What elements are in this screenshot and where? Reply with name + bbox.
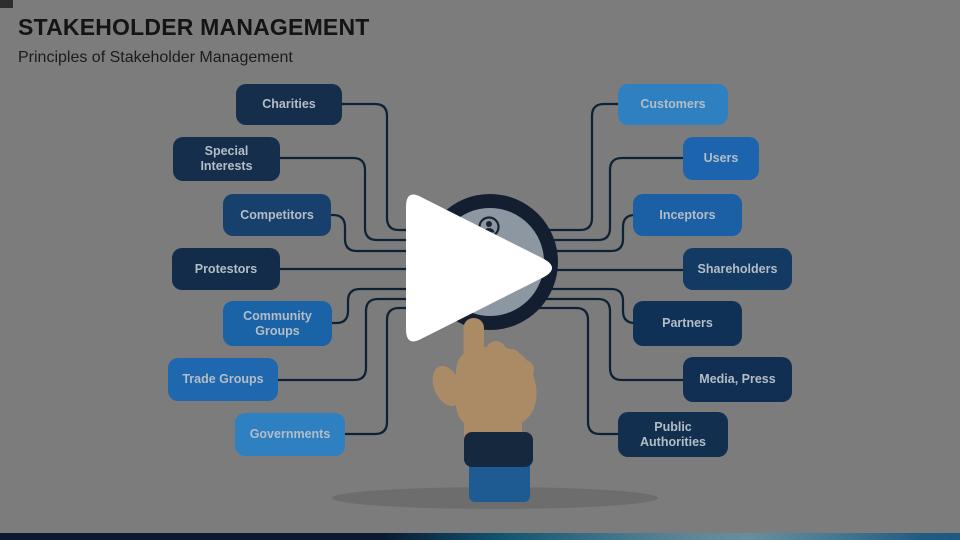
node-label: Partners <box>662 316 713 331</box>
node-label: Trade Groups <box>182 372 264 387</box>
node-label: Inceptors <box>659 207 716 222</box>
node-label: Public Authorities <box>640 419 706 449</box>
connector-customers <box>508 102 620 232</box>
node-label: Customers <box>640 97 706 112</box>
node-label: Community Groups <box>243 308 312 338</box>
node-charities: Charities <box>236 84 342 125</box>
node-shareholders: Shareholders <box>683 248 792 290</box>
knuckle <box>486 341 506 361</box>
connector-trade-groups <box>276 297 482 382</box>
node-competitors: Competitors <box>223 194 331 236</box>
slide-subtitle: Principles of Stakeholder Management <box>18 49 293 66</box>
sleeve-band <box>464 432 533 467</box>
index-finger <box>463 318 484 418</box>
node-customers: Customers <box>618 84 728 125</box>
connector-competitors <box>329 213 482 253</box>
node-community-groups: Community Groups <box>223 301 332 346</box>
node-public-authorities: Public Authorities <box>618 412 728 457</box>
connector-charities <box>340 102 482 232</box>
node-label: Charities <box>262 97 316 112</box>
node-partners: Partners <box>633 301 742 346</box>
node-label: Users <box>703 151 739 166</box>
node-label: Competitors <box>240 207 314 222</box>
node-special-interests: Special Interests <box>173 137 280 181</box>
knuckle <box>514 360 534 380</box>
thumb <box>432 365 462 407</box>
pointing-hand <box>432 318 537 502</box>
node-users: Users <box>683 137 759 180</box>
node-inceptors: Inceptors <box>633 194 742 236</box>
slide-title: STAKEHOLDER MANAGEMENT <box>18 14 370 40</box>
connector-special-interests <box>278 156 482 242</box>
bottom-accent-bar <box>0 533 960 540</box>
node-label: Protestors <box>194 261 258 276</box>
connector-media-press <box>508 297 685 382</box>
node-label: Special Interests <box>200 144 253 173</box>
connector-users <box>508 156 685 242</box>
connector-public-authorities <box>508 306 620 436</box>
corner-artifact <box>0 0 13 8</box>
connector-community-groups <box>330 287 482 325</box>
play-button[interactable] <box>406 194 552 342</box>
node-label: Governments <box>249 427 331 442</box>
node-protestors: Protestors <box>172 248 280 290</box>
connector-governments <box>343 306 482 436</box>
node-label: Media, Press <box>699 372 776 387</box>
node-media-press: Media, Press <box>683 357 792 402</box>
connector-partners <box>508 287 637 325</box>
connector-inceptors <box>508 213 637 253</box>
node-label: Shareholders <box>697 261 778 276</box>
node-trade-groups: Trade Groups <box>168 358 278 401</box>
node-governments: Governments <box>235 413 345 456</box>
